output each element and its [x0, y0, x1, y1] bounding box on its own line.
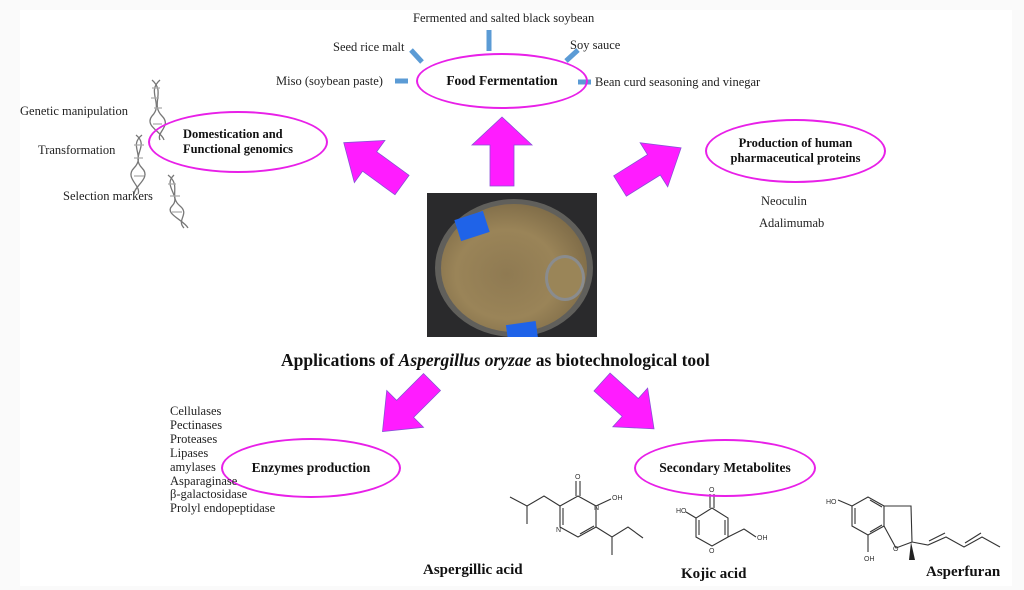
arrow-to-food-fermentation	[470, 116, 534, 187]
connector-soy-sauce	[564, 48, 580, 63]
enzyme-item: Proteases	[170, 431, 218, 446]
atom-label: HO	[676, 508, 687, 515]
atom-label: OH	[864, 556, 875, 563]
enzyme-item: Lipases	[170, 445, 209, 460]
diagram-title: Applications of Aspergillus oryzae as bi…	[281, 350, 710, 371]
arrow-to-domestication	[343, 140, 410, 196]
domestication-item-genetic-manipulation: Genetic manipulation	[20, 104, 128, 118]
compound-name-asperfuran: Asperfuran	[926, 564, 1001, 580]
title-organism: Aspergillus oryzae	[398, 350, 532, 370]
food-item-soy-sauce: Soy sauce	[570, 38, 621, 52]
enzyme-item: Asparaginase	[170, 473, 238, 488]
enzyme-item: amylases	[170, 459, 216, 474]
dna-helix-icon	[167, 174, 189, 229]
wedge-bond	[909, 542, 915, 560]
domestication-node[interactable]: Domestication and Functional genomics	[148, 111, 328, 173]
pharma-item-adalimumab: Adalimumab	[759, 216, 825, 230]
enzymes-label: Enzymes production	[251, 459, 371, 475]
food-item-bean-curd: Bean curd seasoning and vinegar	[595, 75, 761, 89]
food-item-miso: Miso (soybean paste)	[276, 74, 383, 88]
arrow-to-metabolites	[593, 372, 655, 430]
atom-label: O	[709, 548, 715, 555]
pharma-proteins-node[interactable]: Production of human pharmaceutical prote…	[705, 119, 886, 183]
atom-label: OH	[757, 535, 768, 542]
enzymes-production-node[interactable]: Enzymes production	[221, 438, 401, 498]
domestication-item-transformation: Transformation	[38, 143, 116, 157]
petri-dish-photo	[427, 193, 597, 337]
enzyme-item: Cellulases	[170, 404, 222, 418]
asperfuran-structure	[837, 496, 1001, 552]
arrow-to-pharma	[613, 142, 682, 197]
pharma-item-neoculin: Neoculin	[761, 194, 807, 208]
domestication-label-line2: Functional genomics	[182, 142, 294, 156]
kojic-acid-structure	[685, 494, 757, 547]
secondary-metabolites-node[interactable]: Secondary Metabolites	[634, 439, 816, 497]
enzyme-item: Prolyl endopeptidase	[170, 501, 276, 516]
connector-seed-rice-malt	[409, 48, 424, 64]
food-item-seed-rice-malt: Seed rice malt	[333, 40, 405, 54]
atom-label: N	[594, 505, 599, 512]
atom-label: HO	[826, 499, 837, 506]
domestication-label-line1: Domestication and	[182, 127, 283, 141]
domestication-item-selection-markers: Selection markers	[63, 189, 153, 203]
pharma-label-line1: Production of human	[738, 136, 853, 150]
atom-label: O	[893, 546, 899, 553]
aspergillic-acid-structure	[509, 481, 644, 555]
title-suffix: as biotechnological tool	[535, 350, 710, 370]
atom-label: O	[575, 474, 581, 481]
enzyme-item: Pectinases	[170, 417, 223, 432]
compound-name-kojic-acid: Kojic acid	[681, 566, 747, 582]
title-prefix: Applications of	[281, 350, 395, 370]
enzyme-item: β-galactosidase	[170, 487, 248, 502]
food-fermentation-node[interactable]: Food Fermentation	[416, 53, 588, 109]
enzymes-list: Cellulases Pectinases Proteases Lipases …	[170, 404, 276, 516]
metabolites-label: Secondary Metabolites	[659, 459, 791, 475]
food-fermentation-label: Food Fermentation	[446, 72, 558, 88]
atom-label: N	[556, 527, 561, 534]
compound-name-aspergillic-acid: Aspergillic acid	[423, 562, 523, 578]
pharma-label-line2: pharmaceutical proteins	[730, 151, 861, 165]
dna-helix-icon	[130, 134, 146, 195]
arrow-to-enzymes	[382, 372, 442, 432]
atom-label: OH	[612, 495, 623, 502]
food-item-black-soybean: Fermented and salted black soybean	[413, 11, 595, 25]
